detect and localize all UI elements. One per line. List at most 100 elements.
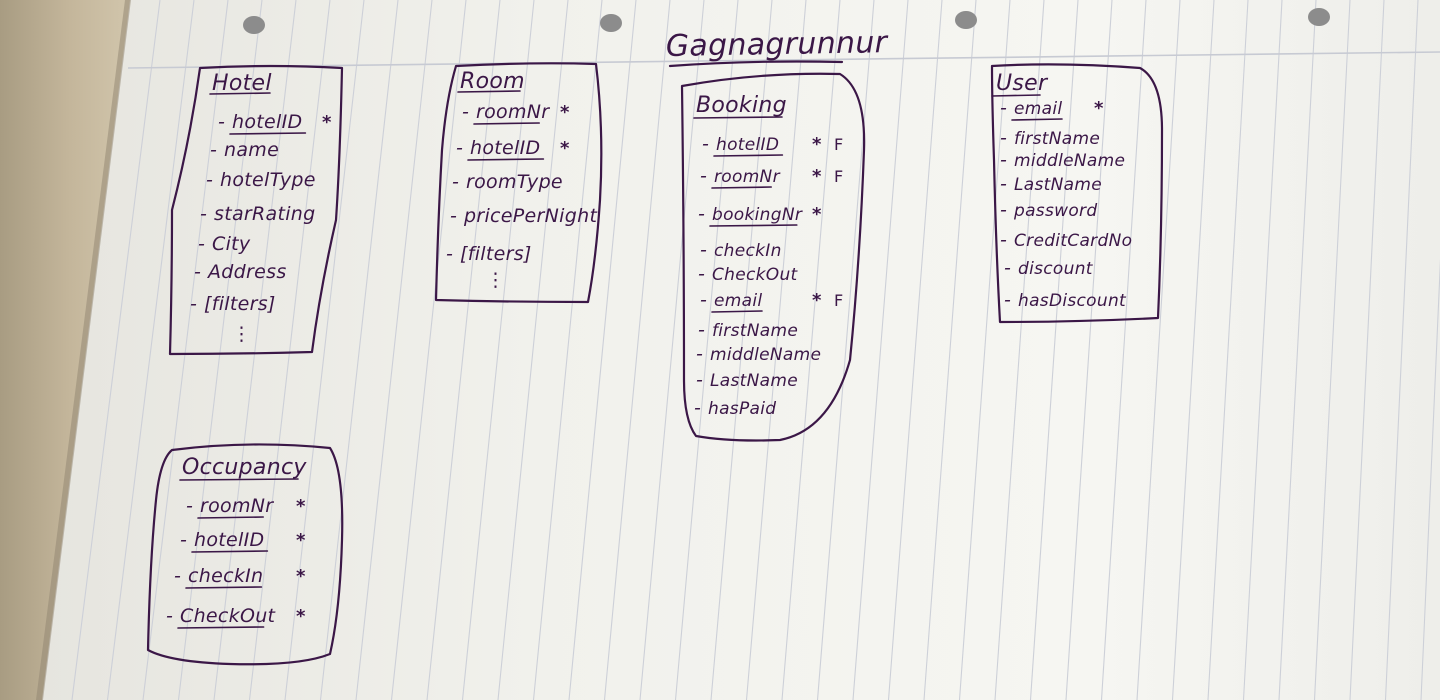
field-dash: - <box>1000 173 1007 195</box>
field-row: -password <box>1000 199 1097 221</box>
field-name: bookingNr <box>712 205 803 225</box>
ruled-line <box>958 0 1011 700</box>
ruled-line <box>390 0 467 700</box>
primary-key-mark: * <box>296 566 306 587</box>
field-row: -firstName <box>698 319 798 341</box>
key-field-underline <box>467 158 545 161</box>
occupancy-table-title: Occupancy <box>182 455 307 480</box>
foreign-key-mark: F <box>834 291 844 310</box>
field-name: roomNr <box>714 167 781 187</box>
field-name: LastName <box>1014 175 1102 195</box>
field-name: password <box>1013 201 1097 221</box>
ruled-line <box>745 0 807 700</box>
booking-title-underline <box>693 116 783 119</box>
primary-key-mark: * <box>1094 98 1104 119</box>
primary-key-mark: * <box>296 496 306 517</box>
punch-hole <box>955 11 977 29</box>
hotel-table-title: Hotel <box>212 71 272 96</box>
key-field-underline <box>191 550 269 553</box>
ruled-line <box>1313 0 1351 700</box>
punch-holes <box>243 8 1330 34</box>
field-dash: - <box>700 289 707 311</box>
field-name: roomNr <box>476 101 550 123</box>
field-row: -middleName <box>1000 149 1125 171</box>
ruled-line <box>1171 0 1215 700</box>
field-dash: - <box>1000 149 1007 171</box>
ruled-line <box>887 0 943 700</box>
page-title: Gagnagrunnur <box>666 25 889 64</box>
ruled-line <box>497 0 569 700</box>
field-name: hotelID <box>470 137 540 159</box>
field-dash: - <box>174 565 181 587</box>
field-name: starRating <box>214 203 315 225</box>
field-dash: - <box>696 343 703 365</box>
occupancy-table: Occupancy-roomNr*-hotelID*-checkIn*-Chec… <box>166 455 307 629</box>
field-name: name <box>224 139 279 161</box>
punch-hole <box>600 14 622 32</box>
ruled-line <box>1278 0 1317 700</box>
ruled-line <box>674 0 739 700</box>
field-row: -middleName <box>696 343 821 365</box>
field-row: -checkIn <box>700 239 781 261</box>
field-dash: - <box>210 139 217 161</box>
field-row: -hotelID*F <box>702 133 843 157</box>
user-table-title: User <box>996 71 1049 96</box>
ruled-line <box>1420 258 1440 700</box>
booking-table-frame <box>680 72 866 442</box>
field-dash: - <box>700 165 707 187</box>
field-dash: - <box>218 111 225 133</box>
field-name: LastName <box>710 371 798 391</box>
field-dash: - <box>702 133 709 155</box>
field-row: -bookingNr* <box>698 203 822 227</box>
field-row: -discount <box>1004 257 1093 279</box>
field-name: [filters] <box>204 293 276 315</box>
primary-key-mark: * <box>322 112 332 133</box>
field-row: -CreditCardNo <box>1000 229 1132 251</box>
field-row: -City <box>198 233 251 255</box>
field-row: -LastName <box>1000 173 1102 195</box>
field-dash: - <box>696 369 703 391</box>
ruled-line <box>603 0 671 700</box>
field-row: -Address <box>194 261 286 283</box>
field-row: -hotelID* <box>456 137 570 161</box>
ruled-line <box>319 0 399 700</box>
field-dash: - <box>446 243 453 265</box>
primary-key-mark: * <box>296 530 306 551</box>
field-dash: - <box>462 101 469 123</box>
ruled-line <box>639 0 705 700</box>
field-name: pricePerNight <box>463 205 598 227</box>
field-row: -CheckOut <box>698 263 799 285</box>
ruled-line <box>816 0 875 700</box>
ruled-line <box>1207 0 1249 700</box>
field-name: CheckOut <box>712 265 799 285</box>
room-title-underline <box>457 90 521 93</box>
primary-key-mark: * <box>812 134 822 155</box>
field-row: -[filters] <box>190 293 276 315</box>
field-dash: - <box>1000 199 1007 221</box>
field-name: hotelType <box>220 169 316 191</box>
field-dash: - <box>186 495 193 517</box>
field-row: -CheckOut* <box>166 605 306 629</box>
ruled-line <box>1384 0 1419 700</box>
field-dash: - <box>180 529 187 551</box>
key-field-underline <box>709 224 798 227</box>
punch-hole <box>243 16 265 34</box>
field-row: -hasPaid <box>694 397 776 419</box>
ruled-line <box>284 0 365 700</box>
ruled-lines <box>71 0 1440 700</box>
field-name: [filters] <box>460 243 532 265</box>
primary-key-mark: * <box>560 138 570 159</box>
field-row: -roomNr * <box>462 101 570 125</box>
ruled-line <box>177 0 263 700</box>
field-row: -starRating <box>200 203 315 225</box>
field-name: roomType <box>466 171 563 193</box>
primary-key-mark: * <box>560 102 570 123</box>
primary-key-mark: * <box>296 606 306 627</box>
ruled-line <box>1029 0 1079 700</box>
user-table-frame <box>990 63 1164 324</box>
field-dash: - <box>206 169 213 191</box>
hotel-title-underline <box>209 92 271 95</box>
field-row: -email* <box>1000 97 1104 121</box>
